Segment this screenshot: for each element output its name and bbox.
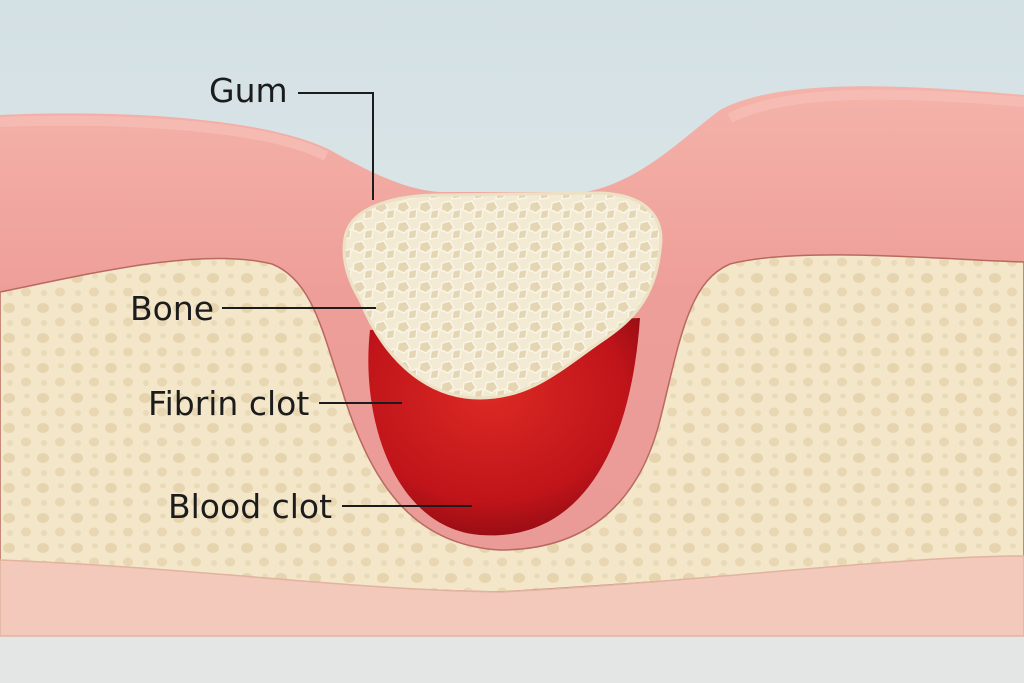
label-blood-clot-text: Blood clot xyxy=(168,487,332,526)
label-blood-clot: Blood clot xyxy=(168,487,472,526)
label-bone-text: Bone xyxy=(130,289,214,328)
table-surface xyxy=(0,630,1024,683)
label-bone: Bone xyxy=(130,289,376,328)
label-gum: Gum xyxy=(209,71,374,200)
label-gum-text: Gum xyxy=(209,71,288,110)
label-gum-leader xyxy=(298,92,374,200)
label-fibrin-clot: Fibrin clot xyxy=(148,384,402,423)
bone-graft xyxy=(342,191,663,400)
label-fibrin-clot-text: Fibrin clot xyxy=(148,384,309,423)
gum-top-highlight xyxy=(0,89,1024,161)
base-layer xyxy=(0,555,1024,637)
